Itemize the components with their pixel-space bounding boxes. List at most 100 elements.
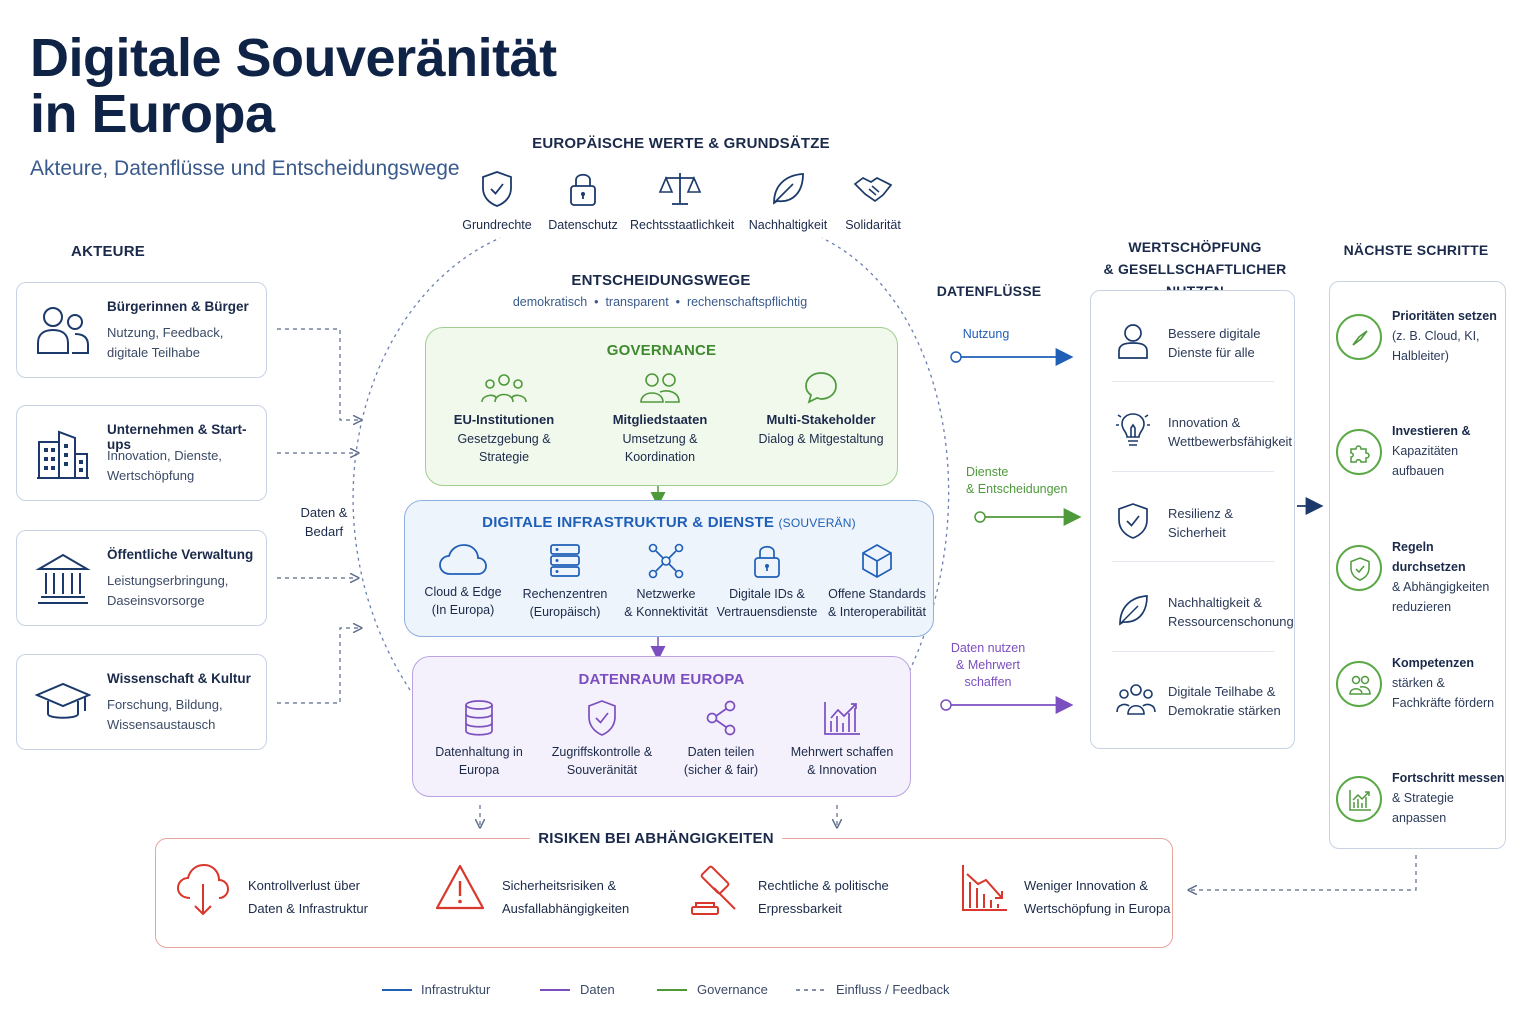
value-grundrechte: Grundrechte — [447, 170, 547, 234]
gov-item-desc: Gesetzgebung & Strategie — [457, 432, 551, 464]
infra-item-label: Offene Standards& Interoperabilität — [828, 587, 926, 619]
cube-icon — [862, 544, 892, 578]
compass-icon — [1336, 314, 1382, 360]
leaf-icon — [1116, 591, 1150, 634]
actor-title: Wissenschaft & Kultur — [107, 671, 251, 686]
legend-governance: Governance — [697, 982, 768, 997]
governance-box: GOVERNANCE EU-Institutionen Gesetzgebung… — [425, 327, 898, 486]
value-nachhaltigkeit: Nachhaltigkeit — [738, 170, 838, 234]
flow-nutzung-label: Nutzung — [962, 327, 1010, 341]
benefit-label: Nachhaltigkeit &Ressourcenschonung — [1168, 595, 1294, 629]
werte-header: EUROPÄISCHE WERTE & GRUNDSÄTZE — [532, 135, 830, 152]
graduation-cap-icon — [34, 675, 92, 736]
gov-item-title: Mitgliedstaaten — [612, 412, 708, 427]
value-solidaritaet: Solidarität — [823, 170, 923, 234]
gov-mitgliedstaaten: Mitgliedstaaten Umsetzung & Koordination — [602, 370, 718, 466]
group-icon — [481, 374, 527, 403]
risk-label: Weniger Innovation &Wertschöpfung in Eur… — [1024, 878, 1171, 916]
gov-item-desc: Dialog & Mitgestaltung — [758, 432, 884, 446]
cloud-download-icon — [176, 863, 230, 916]
actor-title: Bürgerinnen & Bürger — [107, 299, 249, 314]
shield-check-icon — [482, 171, 512, 207]
lock-icon — [754, 545, 780, 578]
divider — [1112, 471, 1274, 472]
infra-item-label: Cloud & Edge(In Europa) — [424, 585, 502, 617]
infra-cloud: Cloud & Edge(In Europa) — [411, 543, 515, 619]
page-title: Digitale Souveränität in Europa — [30, 28, 557, 144]
handshake-icon — [853, 177, 893, 203]
infra-offene-standards: Offene Standards& Interoperabilität — [823, 543, 931, 621]
divider — [1112, 561, 1274, 562]
daten-mehrwert: Mehrwert schaffen& Innovation — [783, 699, 901, 779]
lightbulb-icon — [1116, 411, 1150, 454]
gov-item-desc: Umsetzung & Koordination — [622, 432, 698, 464]
puzzle-icon — [1336, 429, 1382, 475]
actor-card-verwaltung: Öffentliche Verwaltung Leistungserbringu… — [16, 530, 267, 626]
governance-header: GOVERNANCE — [606, 342, 717, 359]
page-subtitle: Akteure, Datenflüsse und Entscheidungswe… — [30, 157, 460, 180]
legend-einfluss: Einfluss / Feedback — [836, 982, 950, 997]
server-icon — [550, 544, 580, 577]
gov-eu-institutionen: EU-Institutionen Gesetzgebung & Strategi… — [444, 370, 564, 466]
gov-multi-stakeholder: Multi-Stakeholder Dialog & Mitgestaltung — [756, 370, 886, 448]
value-label: Solidarität — [845, 218, 901, 232]
risk-sicherheit: Sicherheitsrisiken &Ausfallabhängigkeite… — [434, 862, 629, 919]
actor-title: Öffentliche Verwaltung — [107, 547, 254, 562]
cloud-icon — [439, 544, 487, 575]
institution-icon — [35, 551, 91, 612]
risk-innovation: Weniger Innovation &Wertschöpfung in Eur… — [960, 862, 1170, 919]
warning-icon — [435, 864, 485, 910]
datenraum-header: DATENRAUM EUROPA — [578, 671, 745, 688]
growth-chart-icon — [1336, 776, 1382, 822]
infra-digitale-ids: Digitale IDs &Vertrauensdienste — [713, 543, 821, 621]
actor-desc: Nutzung, Feedback, digitale Teilhabe — [107, 325, 224, 360]
building-icon — [35, 426, 91, 487]
benefit-label: Digitale Teilhabe &Demokratie stärken — [1168, 684, 1281, 718]
actor-card-wissenschaft: Wissenschaft & Kultur Forschung, Bildung… — [16, 654, 267, 750]
decline-chart-icon — [962, 865, 1007, 911]
actor-card-unternehmen: Unternehmen & Start-ups Innovation, Dien… — [16, 405, 267, 501]
flow-daten-label: Daten nutzen & Mehrwert schaffen — [950, 641, 1026, 689]
value-label: Rechtsstaatlichkeit — [630, 218, 735, 232]
divider — [1112, 651, 1274, 652]
step-label: Prioritäten setzen(z. B. Cloud, KI,Halbl… — [1392, 309, 1497, 363]
legend-daten: Daten — [580, 982, 615, 997]
datenfluesse-header: DATENFLÜSSE — [936, 283, 1042, 299]
entscheidung-header: ENTSCHEIDUNGSWEGE — [571, 272, 751, 289]
person-icon — [1116, 322, 1150, 365]
infra-item-label: Netzwerke& Konnektivität — [624, 587, 708, 619]
actor-card-buerger: Bürgerinnen & Bürger Nutzung, Feedback, … — [16, 282, 267, 378]
gov-item-title: Multi-Stakeholder — [766, 412, 876, 427]
benefit-label: Innovation &Wettbewerbsfähigkeit — [1168, 415, 1293, 449]
actor-desc: Leistungserbringung, Daseinsvorsorge — [107, 573, 229, 608]
wertschoepfung-box — [1090, 290, 1295, 749]
value-label: Nachhaltigkeit — [748, 218, 828, 232]
actor-desc: Innovation, Dienste, Wertschöpfung — [107, 448, 222, 483]
group-icon — [1116, 680, 1156, 723]
people-pair-icon — [640, 373, 680, 403]
divider — [1112, 381, 1274, 382]
lock-icon — [570, 173, 596, 206]
gavel-icon — [691, 865, 736, 915]
database-icon — [465, 700, 493, 736]
akteure-header: AKTEURE — [71, 243, 145, 260]
gov-item-title: EU-Institutionen — [453, 412, 555, 427]
daten-item-label: Daten teilen(sicher & fair) — [683, 745, 759, 777]
value-datenschutz: Datenschutz — [533, 170, 633, 234]
daten-teilen: Daten teilen(sicher & fair) — [667, 699, 775, 779]
daten-zugriffskontrolle: Zugriffskontrolle &Souveränität — [543, 699, 661, 779]
infra-netzwerke: Netzwerke& Konnektivität — [611, 543, 721, 621]
benefit-label: Resilienz &Sicherheit — [1168, 506, 1234, 540]
actor-title: Unternehmen & Start-ups — [107, 422, 247, 452]
shield-check-icon — [1116, 502, 1150, 545]
